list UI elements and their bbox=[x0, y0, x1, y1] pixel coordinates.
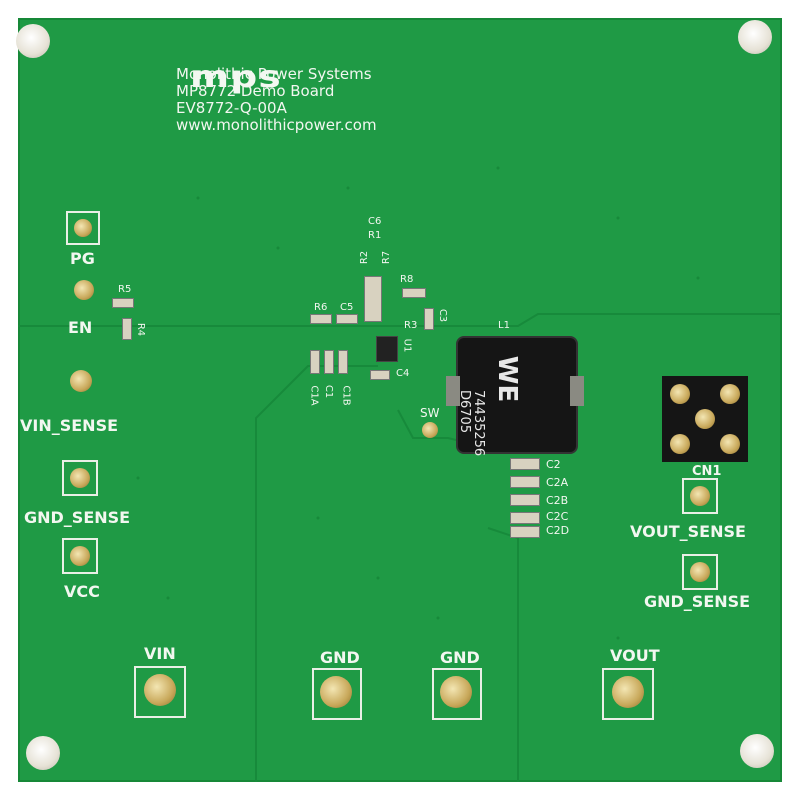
gnd2-terminal bbox=[440, 676, 472, 708]
gnd-sense-right-pad bbox=[682, 554, 718, 590]
component-c5 bbox=[336, 314, 358, 324]
cn1-pad-tr bbox=[720, 384, 740, 404]
cn1-pad-c bbox=[695, 409, 715, 429]
gnd1-label: GND bbox=[320, 648, 360, 667]
cn1-label: CN1 bbox=[692, 464, 722, 479]
refdes-c2c: C2C bbox=[546, 510, 569, 523]
cn1-pad-tl bbox=[670, 384, 690, 404]
refdes-l1: L1 bbox=[498, 320, 510, 331]
refdes-r5: R5 bbox=[118, 284, 132, 295]
pcb-board: mps Monolithic Power Systems MP8772 Demo… bbox=[16, 18, 782, 782]
en-label: EN bbox=[68, 318, 93, 337]
mps-logo: mps bbox=[190, 60, 282, 95]
vin-label: VIN bbox=[144, 644, 176, 663]
refdes-c6: C6 bbox=[368, 216, 382, 227]
inductor-brand: WE bbox=[492, 355, 523, 403]
vin-terminal bbox=[144, 674, 176, 706]
pg-label: PG bbox=[70, 249, 95, 268]
refdes-c3: C3 bbox=[437, 308, 449, 323]
component-c1a bbox=[310, 350, 320, 374]
component-c3 bbox=[424, 308, 434, 330]
refdes-c2d: C2D bbox=[546, 524, 570, 537]
refdes-c2b: C2B bbox=[546, 494, 569, 507]
refdes-u1: U1 bbox=[401, 338, 413, 353]
refdes-r3: R3 bbox=[404, 320, 418, 331]
refdes-r7: R7 bbox=[381, 250, 393, 265]
gnd-sense-right-pin bbox=[690, 562, 710, 582]
component-r8 bbox=[402, 288, 426, 298]
vcc-pad bbox=[62, 538, 98, 574]
standoff-top-left bbox=[16, 24, 50, 58]
inductor-l1: WE 74435256 D6705 bbox=[456, 336, 578, 457]
gnd-sense-right-label: GND_SENSE bbox=[644, 592, 751, 611]
vcc-label: VCC bbox=[64, 582, 100, 601]
vin-sense-label: VIN_SENSE bbox=[20, 416, 119, 435]
header-line-1: Monolithic Power Systems bbox=[176, 65, 372, 83]
component-c1b bbox=[338, 350, 348, 374]
standoff-top-right bbox=[738, 20, 772, 54]
refdes-r6: R6 bbox=[314, 302, 328, 313]
component-r6 bbox=[310, 314, 332, 324]
refdes-c5: C5 bbox=[340, 302, 354, 313]
inductor-part: 74435256 bbox=[471, 390, 486, 457]
vout-sense-pad bbox=[682, 478, 718, 514]
vcc-pin bbox=[70, 546, 90, 566]
sw-pin bbox=[422, 422, 438, 438]
pg-pin bbox=[74, 219, 92, 237]
vout-sense-label: VOUT_SENSE bbox=[630, 522, 746, 541]
standoff-bottom-left bbox=[26, 736, 60, 770]
refdes-c1b: C1B bbox=[340, 385, 352, 406]
cn1-pad-bl bbox=[670, 434, 690, 454]
header-line-4: www.monolithicpower.com bbox=[176, 116, 377, 134]
gnd1-pad bbox=[312, 668, 362, 720]
header-line-2: MP8772 Demo Board bbox=[176, 82, 335, 100]
refdes-c2a: C2A bbox=[546, 476, 569, 489]
gnd2-pad bbox=[432, 668, 482, 720]
vout-pad bbox=[602, 668, 654, 720]
refdes-r8: R8 bbox=[400, 274, 414, 285]
vin-sense-pin bbox=[70, 370, 92, 392]
inductor-l1-tab-left bbox=[446, 376, 460, 406]
inductor-l1-tab-right bbox=[570, 376, 584, 406]
refdes-c1a: C1A bbox=[308, 385, 320, 406]
ic-u1 bbox=[376, 336, 398, 362]
pg-pad bbox=[66, 211, 100, 245]
component-c4 bbox=[370, 370, 390, 380]
vin-pad bbox=[134, 666, 186, 718]
header-line-3: EV8772-Q-00A bbox=[176, 99, 287, 117]
gnd1-terminal bbox=[320, 676, 352, 708]
component-c1 bbox=[324, 350, 334, 374]
vout-label: VOUT bbox=[610, 646, 660, 665]
refdes-c2: C2 bbox=[546, 458, 561, 471]
sw-label: SW bbox=[420, 406, 440, 420]
component-r5 bbox=[112, 298, 134, 308]
component-c2 bbox=[510, 458, 540, 470]
refdes-r1: R1 bbox=[368, 230, 382, 241]
cn1-pad-br bbox=[720, 434, 740, 454]
component-c2d bbox=[510, 526, 540, 538]
component-c2b bbox=[510, 494, 540, 506]
refdes-c4: C4 bbox=[396, 368, 410, 379]
standoff-bottom-right bbox=[740, 734, 774, 768]
gnd-sense-left-label: GND_SENSE bbox=[24, 508, 131, 527]
vout-terminal bbox=[612, 676, 644, 708]
cn1-footprint bbox=[662, 376, 748, 462]
gnd-sense-left-pad bbox=[62, 460, 98, 496]
en-pin bbox=[74, 280, 94, 300]
component-c2a bbox=[510, 476, 540, 488]
gnd-sense-left-pin bbox=[70, 468, 90, 488]
refdes-r4: R4 bbox=[135, 322, 147, 337]
vout-sense-pin bbox=[690, 486, 710, 506]
gnd2-label: GND bbox=[440, 648, 480, 667]
component-r2-r7 bbox=[364, 276, 382, 322]
component-r4 bbox=[122, 318, 132, 340]
refdes-r2: R2 bbox=[359, 250, 371, 265]
component-c2c bbox=[510, 512, 540, 524]
refdes-c1: C1 bbox=[323, 384, 335, 399]
